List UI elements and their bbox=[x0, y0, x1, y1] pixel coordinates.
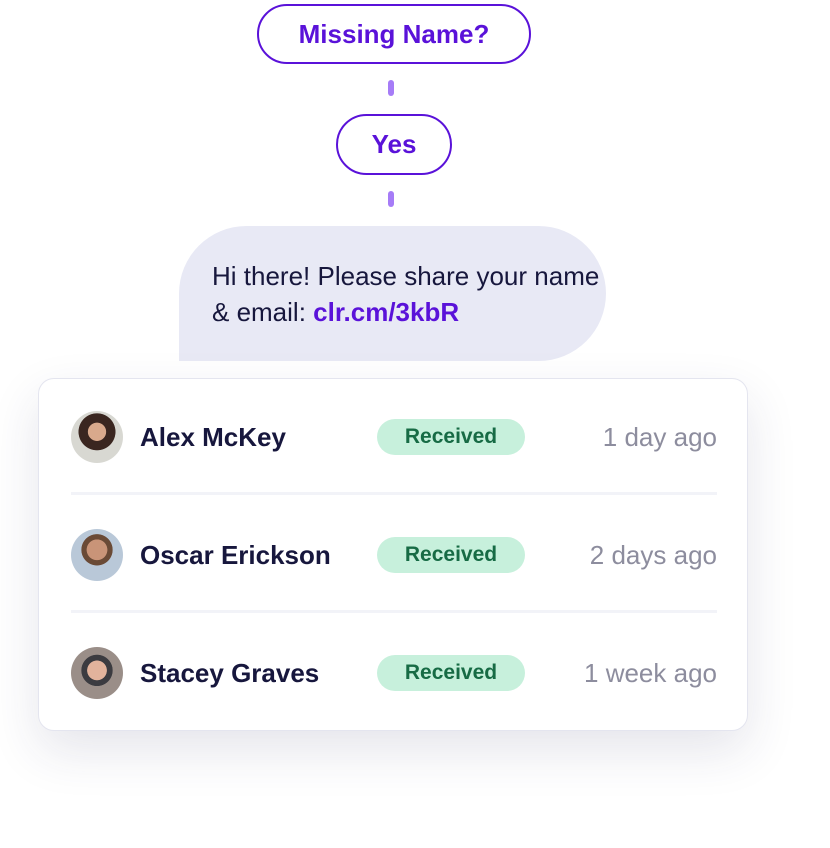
contacts-card: Alex McKey Received 1 day ago Oscar Eric… bbox=[38, 378, 748, 731]
divider bbox=[71, 492, 717, 495]
timestamp: 2 days ago bbox=[589, 539, 717, 570]
contact-name: Oscar Erickson bbox=[140, 539, 331, 570]
contact-row[interactable]: Alex McKey Received 1 day ago bbox=[71, 407, 717, 467]
timestamp: 1 day ago bbox=[602, 421, 717, 452]
condition-node[interactable]: Missing Name? bbox=[257, 4, 531, 64]
status-badge: Received bbox=[377, 655, 525, 691]
answer-node[interactable]: Yes bbox=[336, 114, 452, 175]
avatar bbox=[71, 647, 123, 699]
contact-row[interactable]: Stacey Graves Received 1 week ago bbox=[71, 643, 717, 703]
contact-row[interactable]: Oscar Erickson Received 2 days ago bbox=[71, 525, 717, 585]
contact-name: Alex McKey bbox=[140, 421, 286, 452]
avatar bbox=[71, 529, 123, 581]
status-badge: Received bbox=[377, 419, 525, 455]
message-text: Hi there! Please share your name & email… bbox=[212, 261, 600, 327]
message-link[interactable]: clr.cm/3kbR bbox=[313, 297, 460, 327]
connector bbox=[388, 80, 394, 96]
message-bubble: Hi there! Please share your name & email… bbox=[179, 226, 606, 361]
divider bbox=[71, 610, 717, 613]
timestamp: 1 week ago bbox=[584, 657, 717, 688]
avatar bbox=[71, 411, 123, 463]
status-badge: Received bbox=[377, 537, 525, 573]
contact-name: Stacey Graves bbox=[140, 657, 320, 688]
connector bbox=[388, 191, 394, 207]
